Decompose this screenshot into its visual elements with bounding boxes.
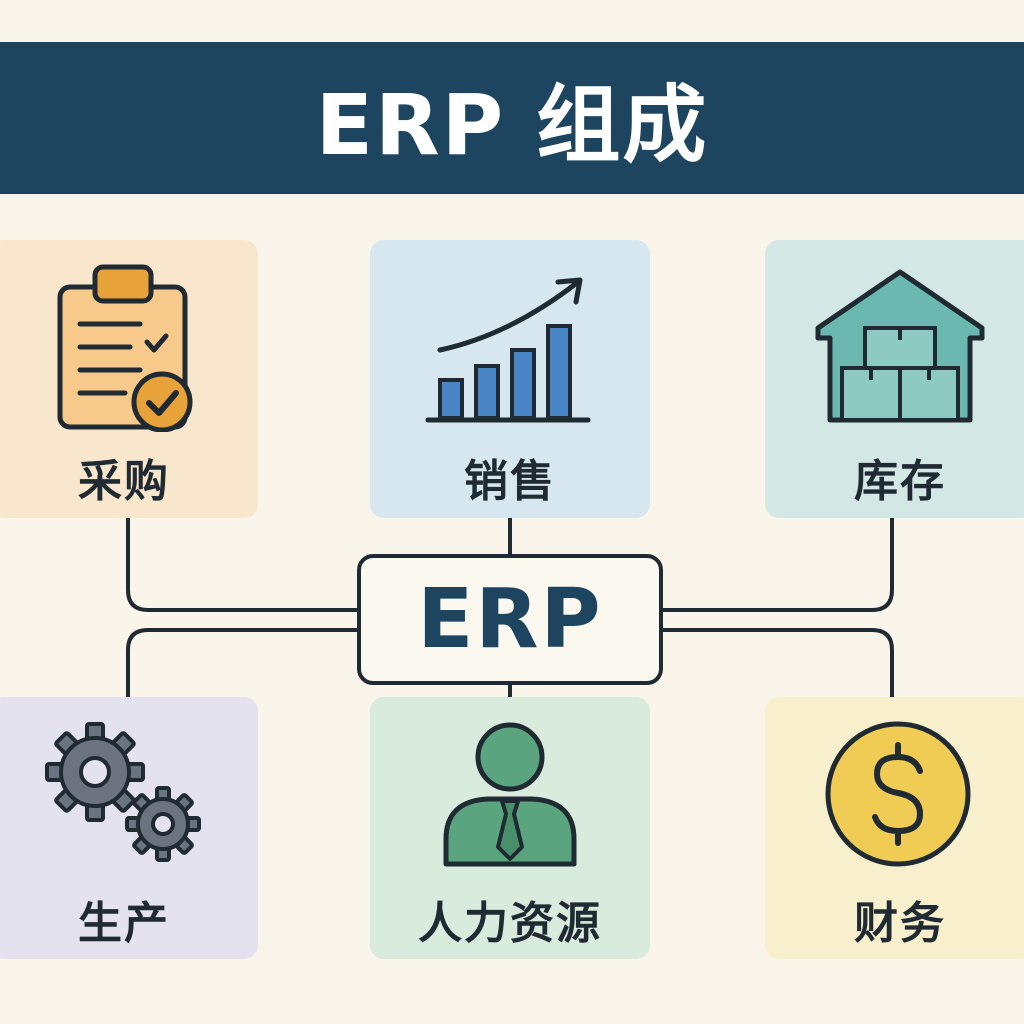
connector-finance: [661, 628, 894, 699]
module-hr: 人力资源: [370, 697, 650, 959]
module-sales: 销售: [370, 240, 650, 518]
module-label-production: 生产: [78, 898, 170, 949]
module-production: 生产: [0, 697, 258, 959]
module-label-inventory: 库存: [854, 456, 946, 507]
connector-production: [126, 628, 359, 699]
title-banner: ERP 组成: [0, 42, 1024, 194]
dollar-coin-icon: [825, 721, 971, 867]
module-label-hr: 人力资源: [418, 898, 602, 949]
gears-icon: [45, 722, 201, 862]
hub-label: ERP: [417, 572, 603, 667]
person-icon: [443, 722, 577, 867]
module-finance: 财务: [765, 697, 1024, 959]
warehouse-icon: [815, 269, 985, 423]
module-label-finance: 财务: [854, 898, 946, 949]
clipboard-check-icon: [57, 264, 193, 432]
growth-bar-chart-icon: [425, 277, 591, 423]
module-label-sales: 销售: [464, 456, 556, 507]
module-label-purchase: 采购: [78, 456, 170, 507]
connector-purchase: [126, 516, 359, 612]
module-inventory: 库存: [765, 240, 1024, 518]
erp-hub: ERP: [357, 554, 663, 685]
connector-inventory: [661, 516, 894, 612]
module-purchase: 采购: [0, 240, 258, 518]
page-title: ERP 组成: [315, 75, 709, 174]
